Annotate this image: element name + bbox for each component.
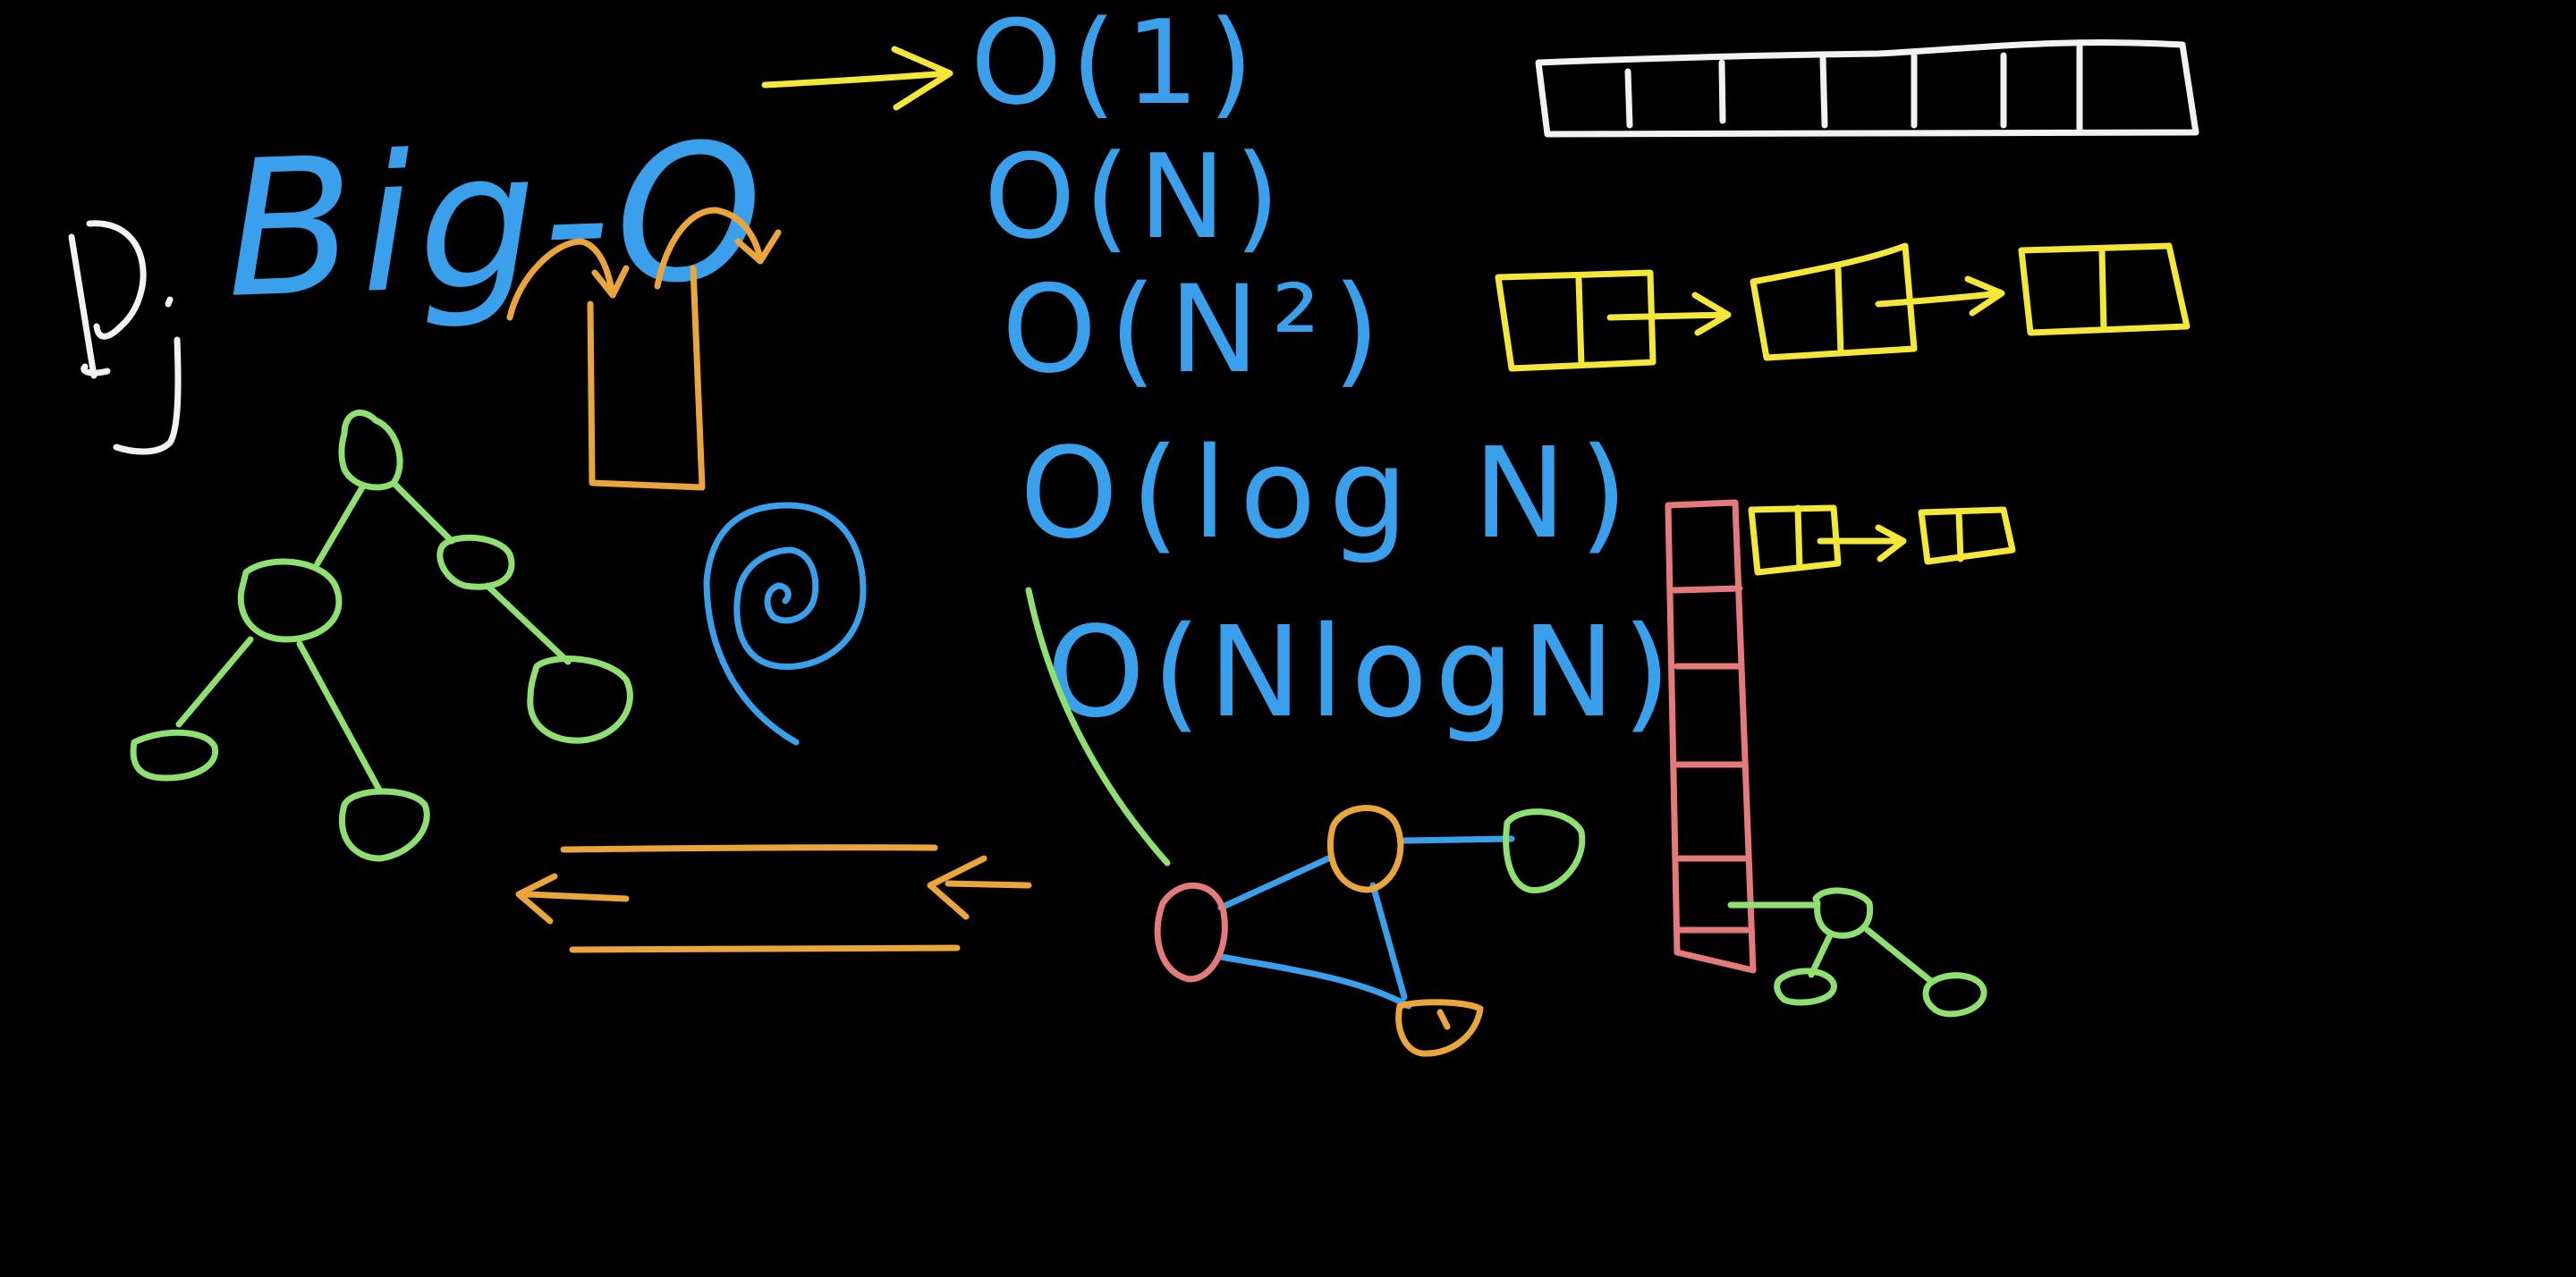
complexity-constant: O(1) (970, 0, 1262, 131)
complexity-list: O(1) O(N) O(N²) O(log N) O(NlogN) (970, 0, 1678, 746)
title-prefix: Dj (68, 220, 182, 455)
graph-node-bottom (1395, 999, 1484, 1057)
title-main-text: Big-O (222, 102, 772, 340)
u-turn-arrows-icon (506, 207, 782, 491)
graph-drawing (1154, 805, 1586, 1057)
left-arrows-icon (515, 844, 1032, 953)
linked-list-drawing (1495, 242, 2190, 372)
complexity-logarithmic: O(log N) (1020, 421, 1640, 567)
array-drawing (1535, 38, 2199, 138)
graph-node-right (1503, 808, 1586, 893)
connector-line (1025, 587, 1171, 867)
binary-tree-drawing (130, 410, 633, 862)
stack-tree-drawing (1727, 887, 1987, 1018)
complexity-linearithmic: O(NlogN) (1046, 600, 1678, 746)
graph-node-bottom-mark (1436, 1009, 1451, 1030)
title-prefix-strokes (68, 220, 182, 455)
title-big-o: Big-O (222, 102, 772, 340)
small-linked-list-drawing (1748, 504, 2016, 576)
stack-drawing (1665, 499, 1757, 974)
graph-node-start (1154, 882, 1228, 983)
graph-node-top (1326, 805, 1404, 893)
complexity-linear: O(N) (984, 129, 1289, 265)
recursion-spiral-icon (703, 502, 867, 746)
complexity-quadratic: O(N²) (1002, 259, 1393, 400)
arrow-to-constant-icon (761, 46, 953, 111)
graph-edges (1217, 835, 1515, 1010)
